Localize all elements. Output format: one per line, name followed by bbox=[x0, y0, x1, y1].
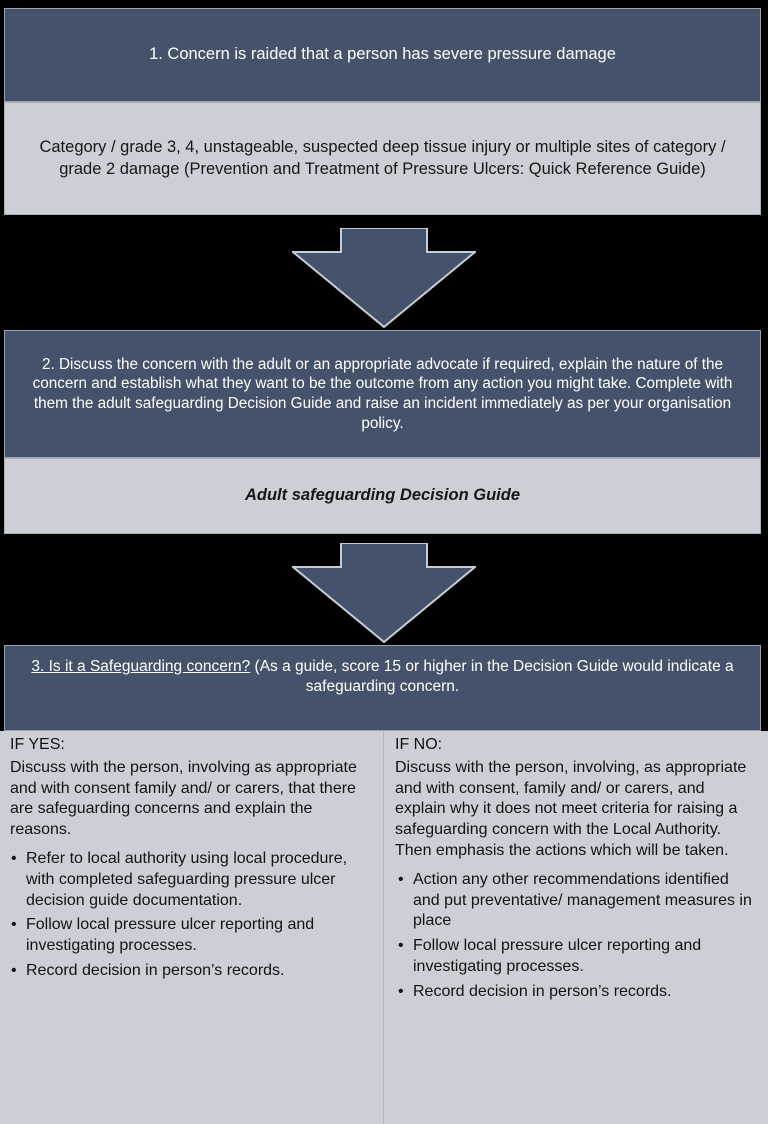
down-arrow-shape bbox=[290, 227, 478, 329]
step-3-question: 3. Is it a Safeguarding concern? bbox=[31, 658, 251, 675]
if-no-intro: Discuss with the person, involving, as a… bbox=[395, 758, 747, 859]
outcome-column-no: IF NO: Discuss with the person, involvin… bbox=[383, 731, 768, 1124]
if-yes-bullet-list: Refer to local authority using local pro… bbox=[10, 849, 371, 982]
down-arrow-shape bbox=[290, 542, 478, 644]
step-1-text: 1. Concern is raided that a person has s… bbox=[149, 45, 616, 64]
list-item: Action any other recommendations identif… bbox=[395, 870, 754, 932]
if-yes-intro: Discuss with the person, involving as ap… bbox=[10, 758, 357, 839]
criteria-text: Category / grade 3, 4, unstageable, susp… bbox=[39, 138, 726, 178]
step-1-box: 1. Concern is raided that a person has s… bbox=[4, 8, 761, 102]
list-item: Follow local pressure ulcer reporting an… bbox=[10, 915, 371, 957]
list-item: Record decision in person’s records. bbox=[10, 961, 371, 982]
if-no-heading: IF NO: bbox=[395, 736, 443, 753]
decision-guide-box: Adult safeguarding Decision Guide bbox=[4, 458, 761, 534]
down-arrow-icon bbox=[290, 227, 478, 329]
step-3-decision-box: 3. Is it a Safeguarding concern? (As a g… bbox=[4, 645, 761, 731]
step-3-text: 3. Is it a Safeguarding concern? (As a g… bbox=[15, 646, 750, 697]
down-arrow-icon bbox=[290, 542, 478, 644]
step-3-note: (As a guide, score 15 or higher in the D… bbox=[250, 658, 734, 695]
if-yes-heading: IF YES: bbox=[10, 736, 65, 753]
list-item: Record decision in person’s records. bbox=[395, 982, 754, 1003]
outcomes-panel: IF YES: Discuss with the person, involvi… bbox=[0, 731, 768, 1124]
list-item: Refer to local authority using local pro… bbox=[10, 849, 371, 911]
list-item: Follow local pressure ulcer reporting an… bbox=[395, 936, 754, 978]
outcome-column-yes: IF YES: Discuss with the person, involvi… bbox=[0, 731, 383, 1124]
step-2-text: 2. Discuss the concern with the adult or… bbox=[32, 355, 733, 432]
if-no-bullet-list: Action any other recommendations identif… bbox=[395, 870, 754, 1003]
decision-guide-text: Adult safeguarding Decision Guide bbox=[244, 486, 521, 505]
criteria-box: Category / grade 3, 4, unstageable, susp… bbox=[4, 102, 761, 215]
step-2-box: 2. Discuss the concern with the adult or… bbox=[4, 330, 761, 458]
